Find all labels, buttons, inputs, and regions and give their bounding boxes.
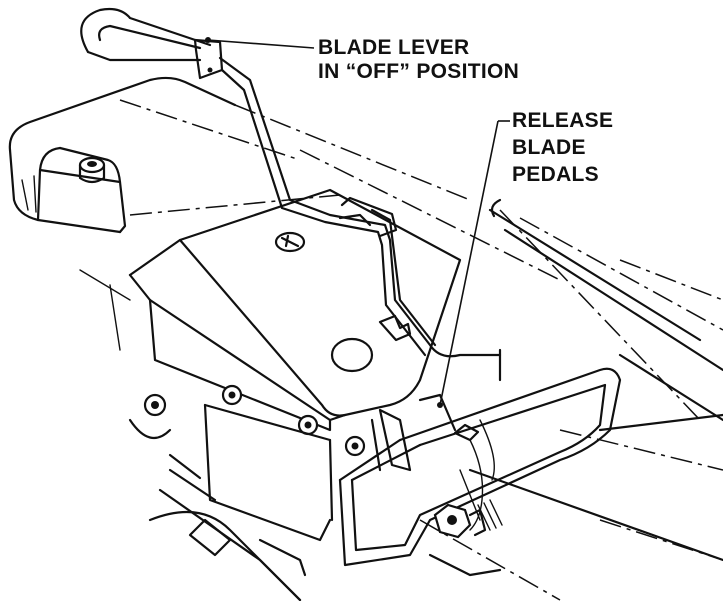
blade-lever-leader <box>207 39 315 49</box>
lower-panel <box>128 403 334 601</box>
deck-plate <box>79 188 462 432</box>
blade-lever-label-line2: IN “OFF” POSITION <box>318 60 520 83</box>
release-blade-pedals <box>338 196 622 567</box>
wire-connector <box>148 510 307 601</box>
blade-lever <box>80 7 502 358</box>
deck-details <box>274 231 412 373</box>
pedal-nut-spring <box>428 499 503 577</box>
tank-cap-bolt <box>78 156 106 184</box>
release-pedals-label-line2: BLADE <box>512 136 586 159</box>
frame-outline <box>119 99 723 601</box>
housing-bolts <box>143 384 366 457</box>
pedals-leader-drop <box>439 120 499 406</box>
blade-lever-label-line1: BLADE LEVER <box>318 36 470 59</box>
leader-lines <box>207 39 510 408</box>
release-pedals-label-line3: PEDALS <box>512 163 599 186</box>
pedal-bracket <box>370 393 457 472</box>
blade-lever-callout: BLADE LEVER IN “OFF” POSITION <box>318 36 519 84</box>
release-pedals-label-line1: RELEASE <box>512 109 614 132</box>
release-pedals-callout: RELEASE BLADE PEDALS <box>512 107 613 188</box>
side-rails <box>468 198 723 562</box>
